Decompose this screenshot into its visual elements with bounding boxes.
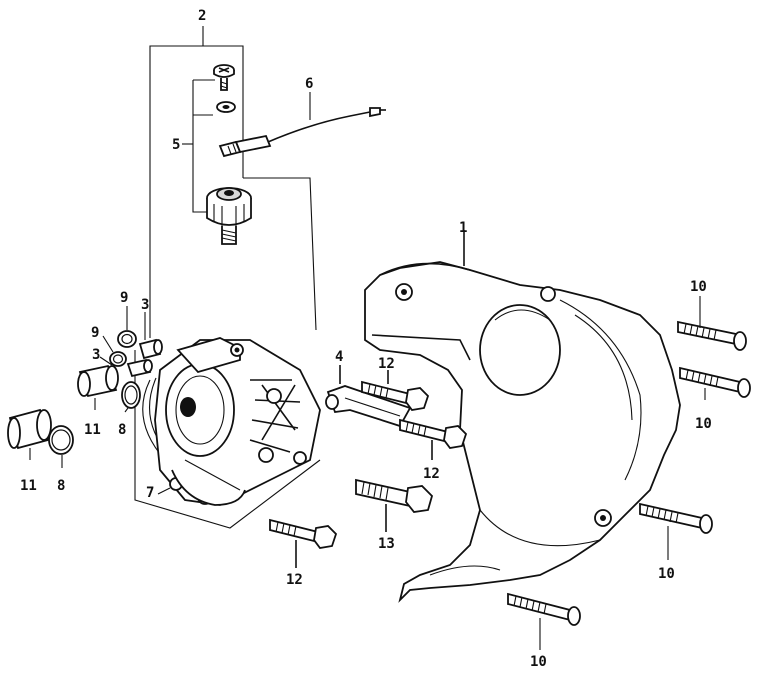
o-ring-9-lower	[109, 351, 127, 367]
callout-3-upper: 3	[141, 297, 149, 313]
o-ring-8-upper	[121, 381, 141, 409]
callout-8-upper: 8	[118, 422, 126, 438]
collar-11-lower	[7, 408, 52, 450]
bolt-12-c	[269, 518, 338, 568]
switch-wire	[218, 107, 386, 158]
bolt-12-a	[361, 370, 430, 411]
o-ring-8-lower	[48, 425, 74, 455]
callout-9-upper: 9	[120, 290, 128, 306]
collar-11-upper	[77, 364, 119, 398]
callout-11-lower: 11	[20, 478, 37, 494]
callout-3-lower: 3	[92, 347, 100, 363]
callout-13: 13	[378, 536, 395, 552]
o-ring-9-upper	[117, 330, 137, 348]
callout-10-c: 10	[658, 566, 675, 582]
wire-clamp	[325, 365, 412, 428]
bolt-10-b	[679, 366, 751, 398]
dowel-pin-3-lower	[126, 358, 153, 378]
part-2-bracket	[149, 26, 317, 338]
callout-labels: 1 2 3 3 4 5 6 7 8 8 9 9 10 10 10 10 11 1…	[20, 8, 712, 670]
crankcase-cover	[364, 230, 681, 603]
callout-6: 6	[305, 76, 313, 92]
callout-8-lower: 8	[57, 478, 65, 494]
callout-12-b: 12	[423, 466, 440, 482]
leader-lines	[29, 92, 706, 650]
oil-pressure-switch	[206, 187, 252, 245]
bolt-10-c	[639, 502, 713, 534]
part-5-bracket	[182, 79, 215, 213]
callout-7: 7	[146, 485, 154, 501]
callout-9-lower: 9	[91, 325, 99, 341]
bolt-10-a	[677, 320, 747, 351]
bolt-13	[355, 478, 434, 532]
dowel-pin-3-upper	[138, 338, 163, 360]
callout-2: 2	[198, 8, 206, 24]
callout-1: 1	[459, 220, 467, 236]
oil-pump-assembly	[134, 337, 321, 529]
callout-5: 5	[172, 137, 180, 153]
callout-10-d: 10	[530, 654, 547, 670]
callout-10-a: 10	[690, 279, 707, 295]
small-screw	[213, 64, 235, 91]
callout-12-c: 12	[286, 572, 303, 588]
callout-11-upper: 11	[84, 422, 101, 438]
callout-4: 4	[335, 349, 343, 365]
washer	[216, 101, 236, 113]
bolt-12-b	[399, 418, 468, 460]
bolt-10-d	[507, 592, 581, 626]
callout-12-a: 12	[378, 356, 395, 372]
callout-10-b: 10	[695, 416, 712, 432]
